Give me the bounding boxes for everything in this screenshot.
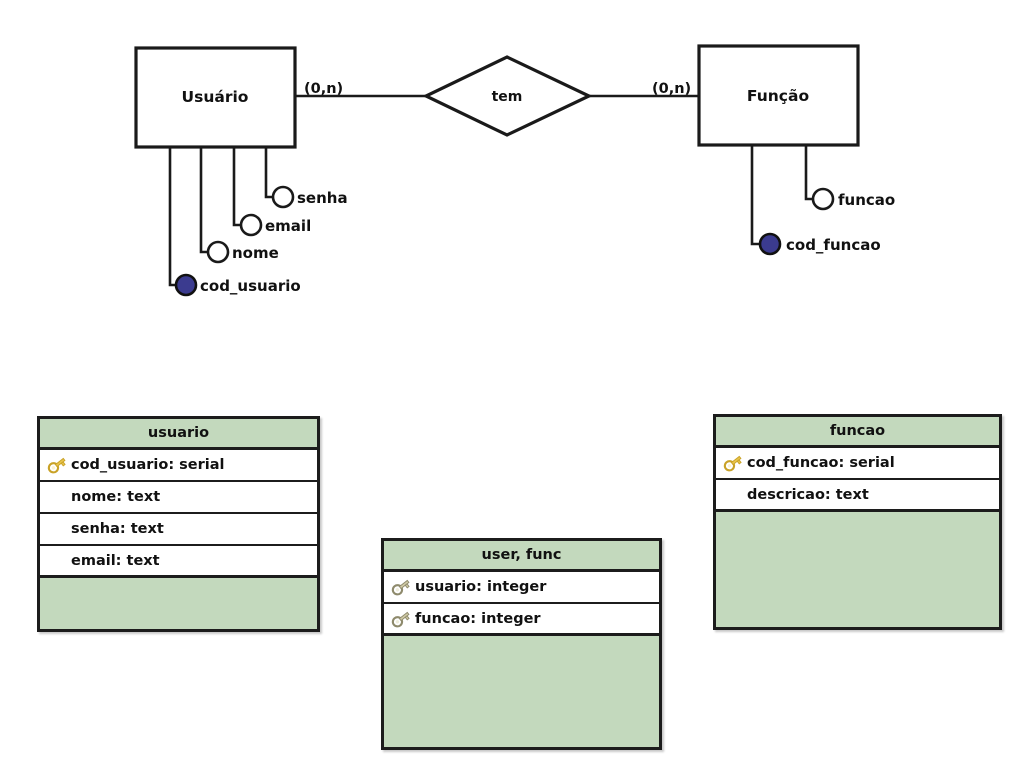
column-name: descricao: text [747,486,869,503]
key-icon [43,453,71,477]
table-usuario-columns: cod_usuario: serial nome: text senha: te… [40,450,317,578]
attribute-label-email: email [265,217,311,235]
key-icon-placeholder [719,483,747,507]
relationship-tem[interactable] [422,55,593,137]
attribute-label-cod-usuario: cod_usuario [200,277,301,295]
entity-usuario[interactable] [134,46,297,149]
table-usuario[interactable]: usuario cod_usuario: serial nome: text [37,416,320,632]
table-user-func-header: user, func [384,541,659,572]
attribute-label-cod-funcao: cod_funcao [786,236,881,254]
connector-attr-email [232,145,244,227]
table-row[interactable]: descricao: text [716,480,999,512]
connector-attr-nome [199,145,211,254]
attribute-node-cod-usuario[interactable] [174,273,198,297]
column-name: cod_usuario: serial [71,457,225,473]
table-row[interactable]: cod_usuario: serial [40,450,317,482]
table-user-func[interactable]: user, func usuario: integer [381,538,662,750]
table-funcao-empty-area [716,512,999,622]
er-diagram-canvas: Usuário Função tem (0,n) (0,n) cod_usuar… [134,44,895,297]
table-funcao[interactable]: funcao cod_funcao: serial descricao: tex… [713,414,1002,630]
connector-attr-cod-usuario [168,145,179,287]
column-name: nome: text [71,489,161,505]
attribute-node-nome[interactable] [206,240,230,264]
entity-usuario-label: Usuário [182,88,249,106]
key-icon [387,607,415,631]
key-icon-placeholder [43,485,71,509]
table-row[interactable]: cod_funcao: serial [716,448,999,480]
attribute-node-cod-funcao[interactable] [758,232,782,256]
connector-attr-funcao [804,143,815,201]
attribute-node-email[interactable] [239,213,263,237]
key-icon-placeholder [43,549,71,573]
table-row[interactable]: email: text [40,546,317,578]
cardinality-left: (0,n) [304,81,343,97]
table-usuario-empty-area [40,578,317,626]
entity-funcao[interactable] [697,44,860,147]
attribute-label-nome: nome [232,244,279,262]
attribute-node-senha[interactable] [271,185,295,209]
column-name: senha: text [71,521,164,537]
table-row[interactable]: nome: text [40,482,317,514]
attribute-node-funcao[interactable] [811,187,835,211]
key-icon [719,451,747,475]
table-funcao-columns: cod_funcao: serial descricao: text [716,448,999,512]
table-row[interactable]: funcao: integer [384,604,659,636]
key-icon-placeholder [43,517,71,541]
attribute-label-funcao: funcao [838,191,895,209]
attribute-label-senha: senha [297,189,348,207]
column-name: funcao: integer [415,610,541,627]
column-name: cod_funcao: serial [747,455,895,471]
table-user-func-empty-area [384,636,659,742]
table-usuario-header: usuario [40,419,317,450]
entity-funcao-label: Função [747,87,809,105]
connector-attr-cod-funcao [750,143,762,246]
table-row[interactable]: usuario: integer [384,572,659,604]
connector-attr-senha [264,145,276,199]
table-funcao-header: funcao [716,417,999,448]
table-user-func-columns: usuario: integer funcao: integer [384,572,659,636]
key-icon [387,575,415,599]
table-row[interactable]: senha: text [40,514,317,546]
column-name: email: text [71,552,160,569]
relationship-tem-label: tem [492,89,523,105]
column-name: usuario: integer [415,579,547,595]
cardinality-right: (0,n) [652,81,691,97]
